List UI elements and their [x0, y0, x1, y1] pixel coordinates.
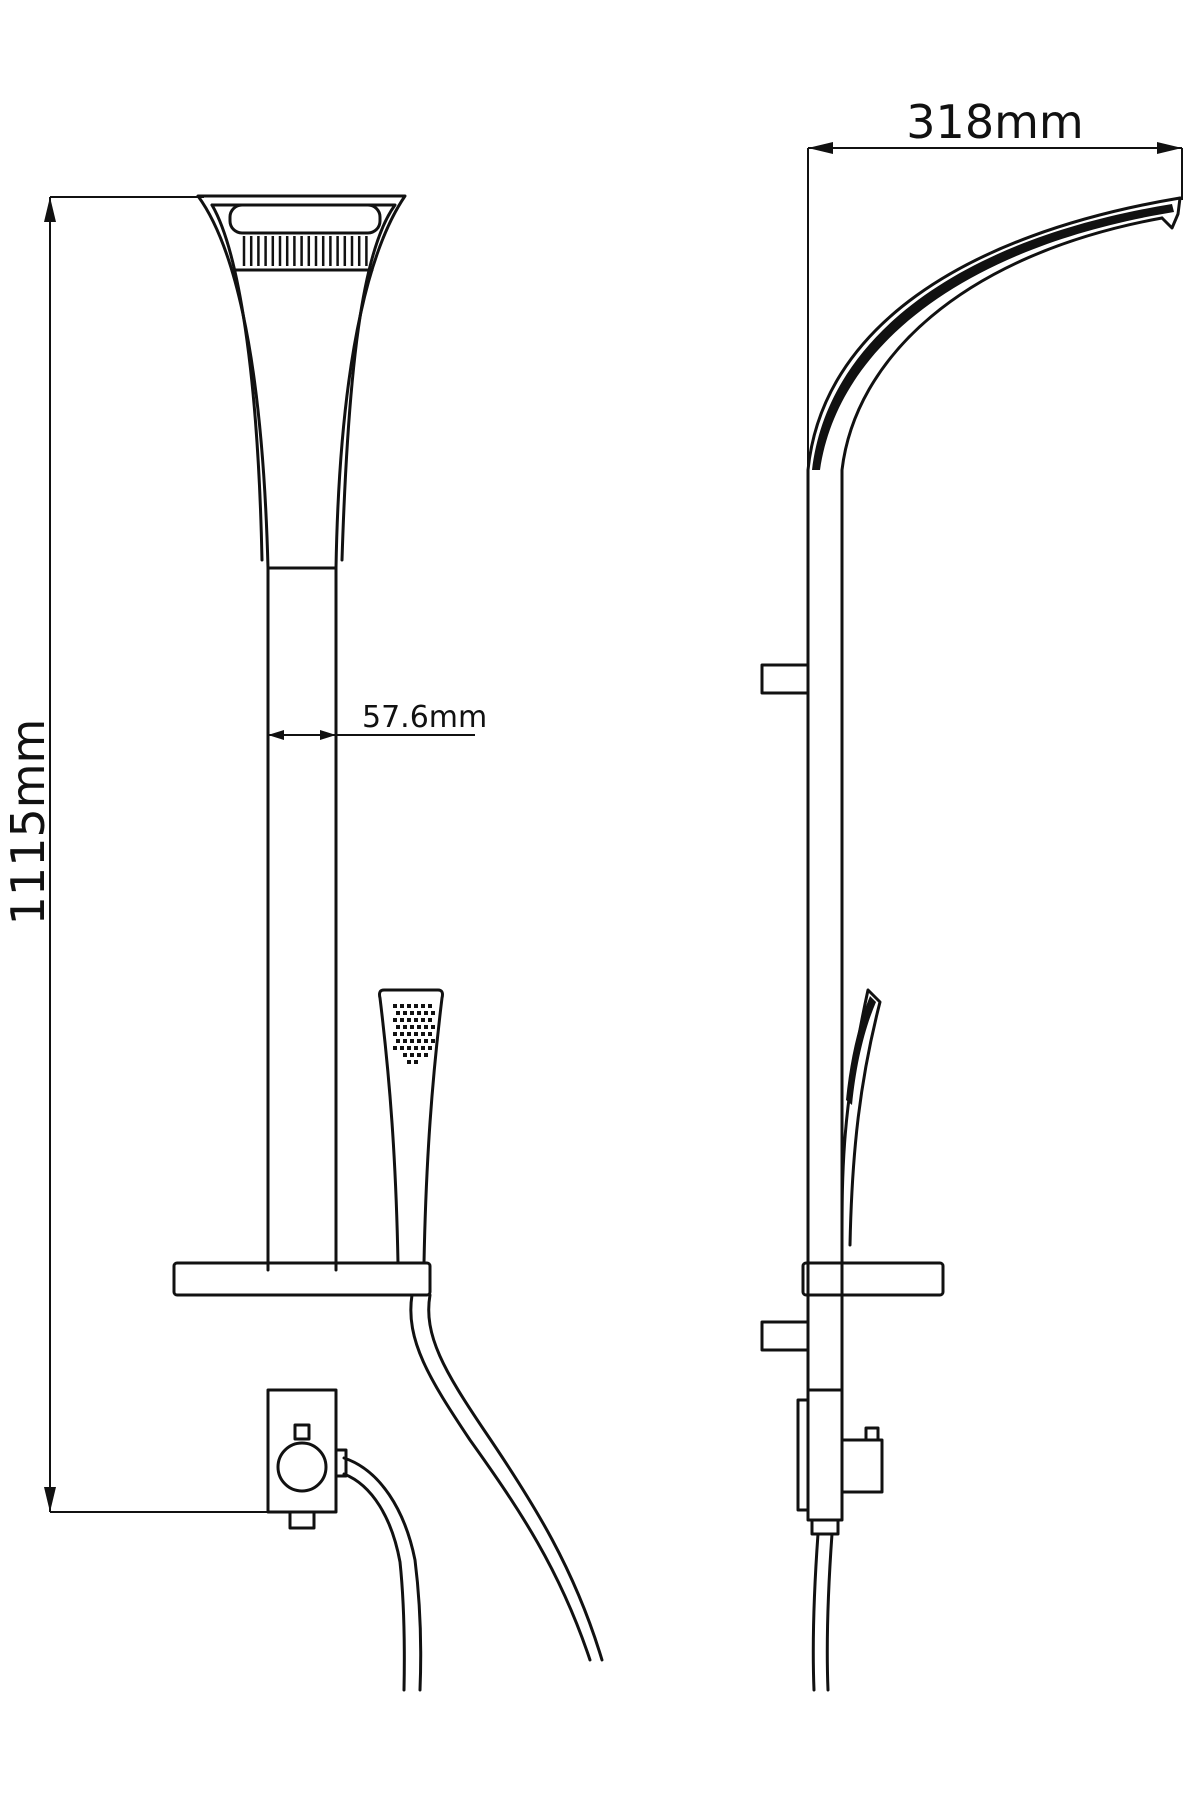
side-view: 318mm	[760, 95, 1183, 1692]
nozzle-dot	[400, 1018, 404, 1022]
nozzle-dot	[424, 1025, 428, 1029]
nozzle-dot	[421, 1004, 425, 1008]
nozzle-dot	[410, 1025, 414, 1029]
nozzle-dot	[407, 1060, 411, 1064]
overhead-shower-head-front	[196, 194, 407, 570]
mixer-valve-front	[266, 1388, 348, 1530]
hand-shower-front	[378, 988, 444, 1265]
nozzle-dot	[414, 1060, 418, 1064]
nozzle-dot	[410, 1011, 414, 1015]
nozzle-dot	[403, 1039, 407, 1043]
nozzle-dot	[421, 1018, 425, 1022]
nozzle-dot	[410, 1039, 414, 1043]
rail-width-dimension: 57.6mm	[268, 700, 487, 740]
nozzle-dot	[431, 1025, 435, 1029]
nozzle-dot	[428, 1004, 432, 1008]
nozzle-dot	[424, 1053, 428, 1057]
hand-shower-side	[840, 988, 882, 1247]
mixer-valve-side	[796, 1388, 884, 1536]
nozzle-dot	[400, 1032, 404, 1036]
nozzle-dot	[417, 1025, 421, 1029]
nozzle-dot	[428, 1046, 432, 1050]
nozzle-dot	[393, 1032, 397, 1036]
nozzle-dot	[407, 1032, 411, 1036]
nozzle-dot	[407, 1046, 411, 1050]
curved-arm-side	[806, 196, 1182, 570]
hose-side	[811, 1532, 834, 1692]
nozzle-dot	[431, 1039, 435, 1043]
nozzle-dot	[407, 1018, 411, 1022]
rail-width-label: 57.6mm	[362, 700, 487, 735]
nozzle-dot	[424, 1011, 428, 1015]
nozzle-dot	[428, 1032, 432, 1036]
height-dimension: 1115mm	[1, 196, 272, 1513]
hose-front	[342, 1293, 604, 1692]
nozzle-dot	[417, 1053, 421, 1057]
front-view: 1115mm 57.6mm	[1, 194, 604, 1692]
nozzle-dot	[403, 1025, 407, 1029]
nozzle-dot	[417, 1039, 421, 1043]
nozzle-dot	[424, 1039, 428, 1043]
overhead-nozzle-grid	[242, 236, 368, 266]
nozzle-dot	[396, 1025, 400, 1029]
nozzle-dot	[414, 1004, 418, 1008]
nozzle-dot	[421, 1046, 425, 1050]
nozzle-dot	[414, 1032, 418, 1036]
nozzle-dot	[393, 1018, 397, 1022]
height-dimension-label: 1115mm	[1, 719, 55, 926]
nozzle-dot	[421, 1032, 425, 1036]
nozzle-dot	[393, 1004, 397, 1008]
nozzle-dot	[407, 1004, 411, 1008]
lower-wall-bracket	[760, 1320, 810, 1352]
nozzle-dot	[414, 1046, 418, 1050]
nozzle-dot	[396, 1039, 400, 1043]
hand-shower-nozzle-grid	[393, 1004, 435, 1064]
upper-wall-bracket	[760, 663, 810, 695]
soap-shelf-front	[172, 1261, 432, 1297]
arm-projection-label: 318mm	[906, 95, 1083, 149]
arm-projection-dimension: 318mm	[807, 95, 1183, 568]
nozzle-dot	[400, 1046, 404, 1050]
slide-rail-front	[266, 566, 338, 1272]
nozzle-dot	[428, 1018, 432, 1022]
nozzle-dot	[431, 1011, 435, 1015]
soap-shelf-side	[801, 1261, 945, 1297]
nozzle-dot	[403, 1053, 407, 1057]
slide-rail-side	[806, 566, 844, 1392]
nozzle-dot	[417, 1011, 421, 1015]
nozzle-dot	[410, 1053, 414, 1057]
nozzle-dot	[393, 1046, 397, 1050]
nozzle-dot	[414, 1018, 418, 1022]
nozzle-dot	[403, 1011, 407, 1015]
nozzle-dot	[396, 1011, 400, 1015]
nozzle-dot	[400, 1004, 404, 1008]
